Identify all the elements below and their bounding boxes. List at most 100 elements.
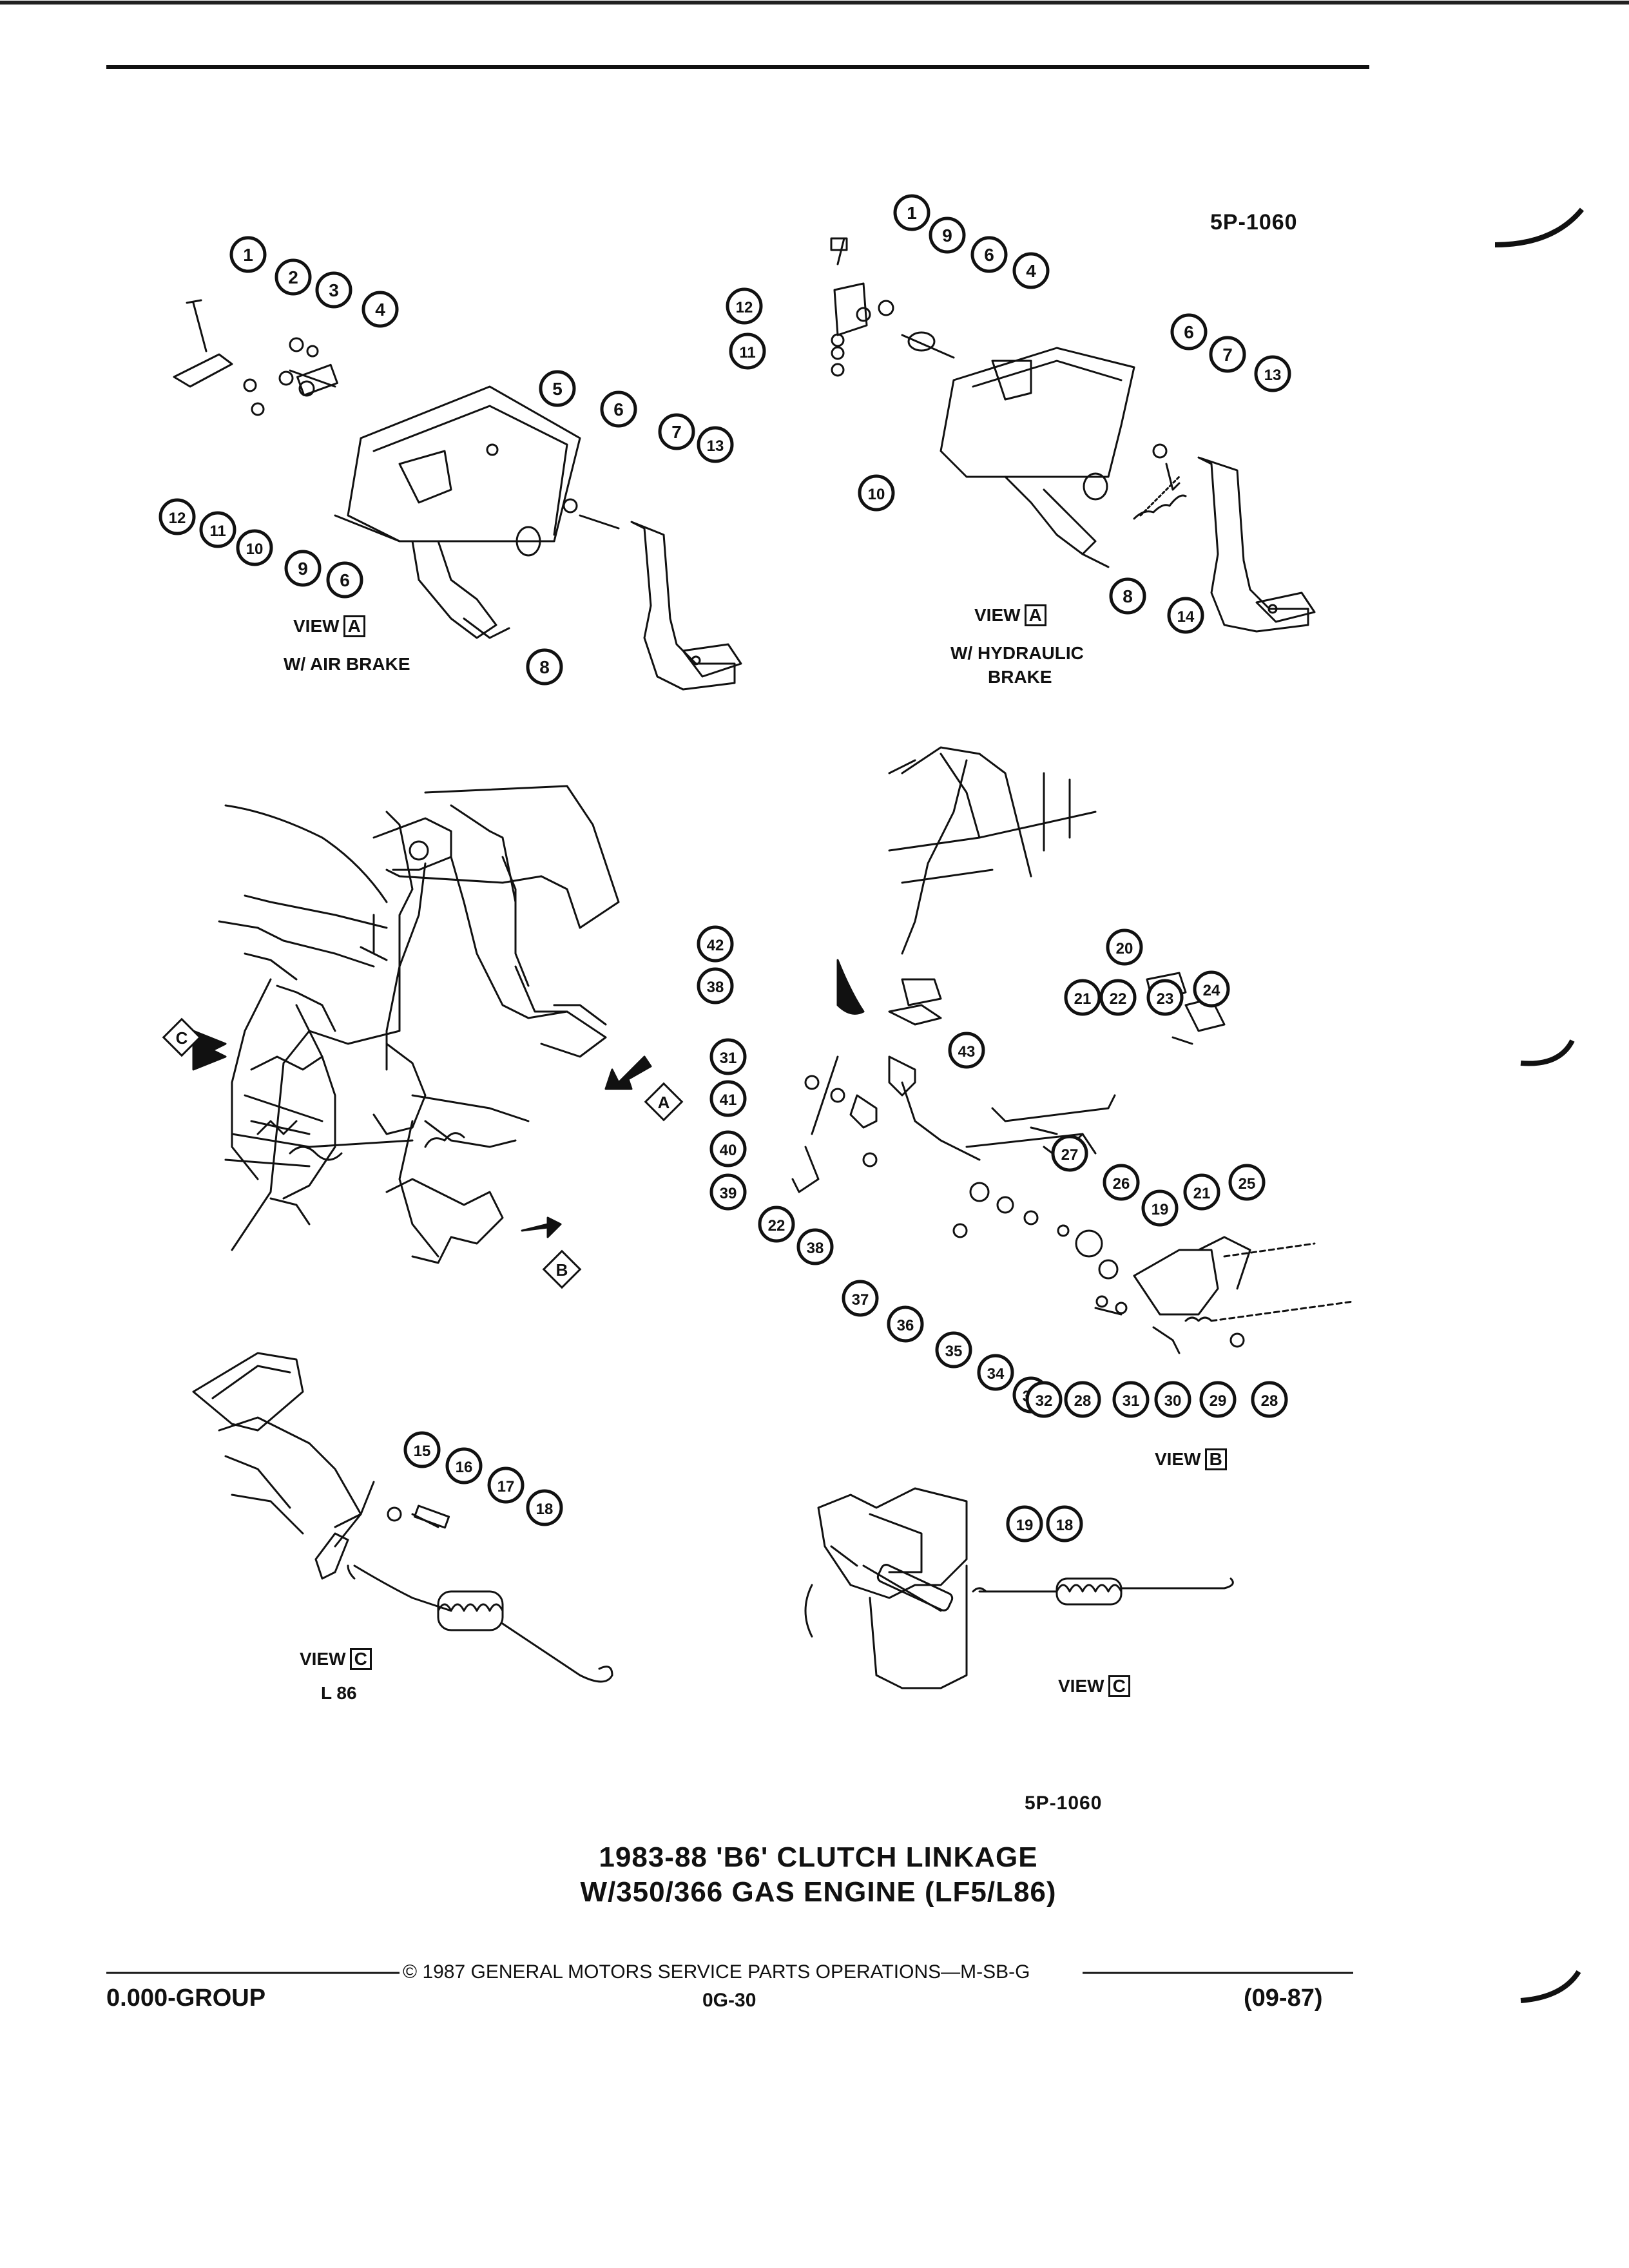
callout-number: 12 bbox=[736, 299, 753, 316]
callout-number: 11 bbox=[739, 344, 755, 361]
callout-circle bbox=[361, 291, 399, 328]
callout-circle bbox=[1099, 979, 1137, 1016]
view-word: VIEW bbox=[300, 1649, 346, 1669]
callout-circle bbox=[697, 426, 734, 463]
callout-circle bbox=[1209, 336, 1246, 373]
callout-circle bbox=[1146, 979, 1184, 1016]
callout-number: 8 bbox=[539, 657, 550, 677]
margin-mark bbox=[1520, 1039, 1575, 1066]
callout-number: 24 bbox=[1203, 982, 1220, 999]
callout-circle bbox=[658, 413, 695, 450]
arrow-letter-c-text: C bbox=[176, 1028, 188, 1048]
callout-circle bbox=[709, 1038, 747, 1075]
arrow-letter-a: A bbox=[644, 1082, 684, 1122]
callout-circle bbox=[1112, 1381, 1150, 1418]
callout-number: 13 bbox=[1264, 367, 1282, 384]
callout-circle bbox=[403, 1431, 441, 1468]
footer-page-code: 0G-30 bbox=[702, 1990, 757, 2011]
callout-number: 7 bbox=[1222, 345, 1233, 365]
callout-number: 30 bbox=[1164, 1392, 1182, 1410]
callout-circle bbox=[709, 1130, 747, 1168]
callout-number: 10 bbox=[246, 541, 264, 558]
callout-circle bbox=[1012, 252, 1050, 289]
callout-circle bbox=[842, 1280, 879, 1317]
callout-circle bbox=[236, 529, 273, 566]
callout-circle bbox=[1170, 313, 1208, 351]
callout-circle bbox=[796, 1228, 834, 1265]
callout-circle bbox=[970, 236, 1008, 273]
callout-circle bbox=[1106, 928, 1143, 966]
callout-number: 12 bbox=[169, 510, 186, 527]
callout-number: 37 bbox=[852, 1291, 869, 1309]
callout-number: 14 bbox=[1177, 608, 1195, 626]
callout-circle bbox=[709, 1080, 747, 1117]
callout-number: 17 bbox=[497, 1478, 515, 1495]
callout-circle bbox=[887, 1305, 924, 1343]
callout-number: 3 bbox=[329, 280, 339, 300]
callout-circle bbox=[1154, 1381, 1191, 1418]
callout-circle bbox=[729, 332, 766, 370]
view-a-hyd-sub2: BRAKE bbox=[988, 667, 1052, 687]
callout-number: 27 bbox=[1061, 1146, 1079, 1164]
callout-number: 31 bbox=[1123, 1392, 1140, 1410]
footer-date-code: (09-87) bbox=[1244, 1984, 1323, 2012]
callout-number: 16 bbox=[456, 1459, 473, 1476]
figure-title-line2: W/350/366 GAS ENGINE (LF5/L86) bbox=[580, 1876, 1057, 1908]
callout-number: 5 bbox=[552, 379, 563, 399]
hydraulic-brake-pedal-assembly bbox=[830, 237, 1316, 633]
margin-mark bbox=[1520, 1970, 1581, 2003]
arrow-to-view-a bbox=[604, 1055, 652, 1090]
view-letter-box: C bbox=[349, 1648, 372, 1670]
arrow-to-view-c bbox=[192, 1030, 227, 1071]
callout-circle bbox=[893, 194, 930, 231]
callout-circle bbox=[284, 550, 322, 587]
callout-circle bbox=[275, 258, 312, 296]
callout-circle bbox=[1064, 979, 1101, 1016]
callout-circle bbox=[199, 511, 236, 548]
view-letter-box: A bbox=[343, 615, 365, 637]
callout-circle bbox=[600, 390, 637, 428]
callout-circle bbox=[758, 1206, 795, 1243]
callout-number: 2 bbox=[288, 267, 298, 287]
callout-number: 4 bbox=[375, 300, 385, 320]
callout-number: 35 bbox=[945, 1343, 963, 1360]
view-c-l86-engine-detail bbox=[192, 1352, 613, 1683]
callout-number: 38 bbox=[807, 1240, 824, 1257]
linkage-overview-scene bbox=[218, 785, 620, 1264]
callout-number: 36 bbox=[897, 1317, 914, 1334]
margin-mark bbox=[1494, 207, 1585, 247]
callout-number: 41 bbox=[720, 1091, 737, 1109]
callout-circle bbox=[487, 1466, 525, 1504]
callout-number: 10 bbox=[868, 486, 885, 503]
callout-number: 29 bbox=[1210, 1392, 1227, 1410]
callout-number: 22 bbox=[768, 1217, 786, 1235]
callout-number: 18 bbox=[1056, 1517, 1074, 1534]
callout-circle bbox=[929, 216, 966, 254]
callout-circle bbox=[1064, 1381, 1101, 1418]
callout-number: 6 bbox=[1184, 322, 1194, 342]
footer-copyright: © 1987 GENERAL MOTORS SERVICE PARTS OPER… bbox=[403, 1961, 1030, 1983]
callout-number: 32 bbox=[1036, 1392, 1053, 1410]
callout-number: 19 bbox=[1016, 1517, 1034, 1534]
callout-circle bbox=[935, 1331, 972, 1369]
callout-circle bbox=[1183, 1173, 1220, 1211]
callout-circle bbox=[526, 648, 563, 686]
callout-number: 39 bbox=[720, 1185, 737, 1202]
callout-number: 9 bbox=[298, 559, 308, 579]
callout-circle bbox=[1046, 1505, 1083, 1542]
callout-circle bbox=[315, 271, 352, 309]
view-word: VIEW bbox=[974, 605, 1021, 625]
view-c-lf5-engine-detail bbox=[804, 1487, 1234, 1689]
callout-circle bbox=[326, 561, 363, 599]
callout-number: 40 bbox=[720, 1142, 737, 1159]
callout-circle bbox=[1199, 1381, 1237, 1418]
callout-number: 21 bbox=[1074, 990, 1092, 1008]
callout-number: 38 bbox=[707, 979, 724, 996]
callout-number: 6 bbox=[984, 245, 994, 265]
callout-circle bbox=[1251, 1381, 1288, 1418]
arrow-letter-c: C bbox=[162, 1017, 202, 1057]
